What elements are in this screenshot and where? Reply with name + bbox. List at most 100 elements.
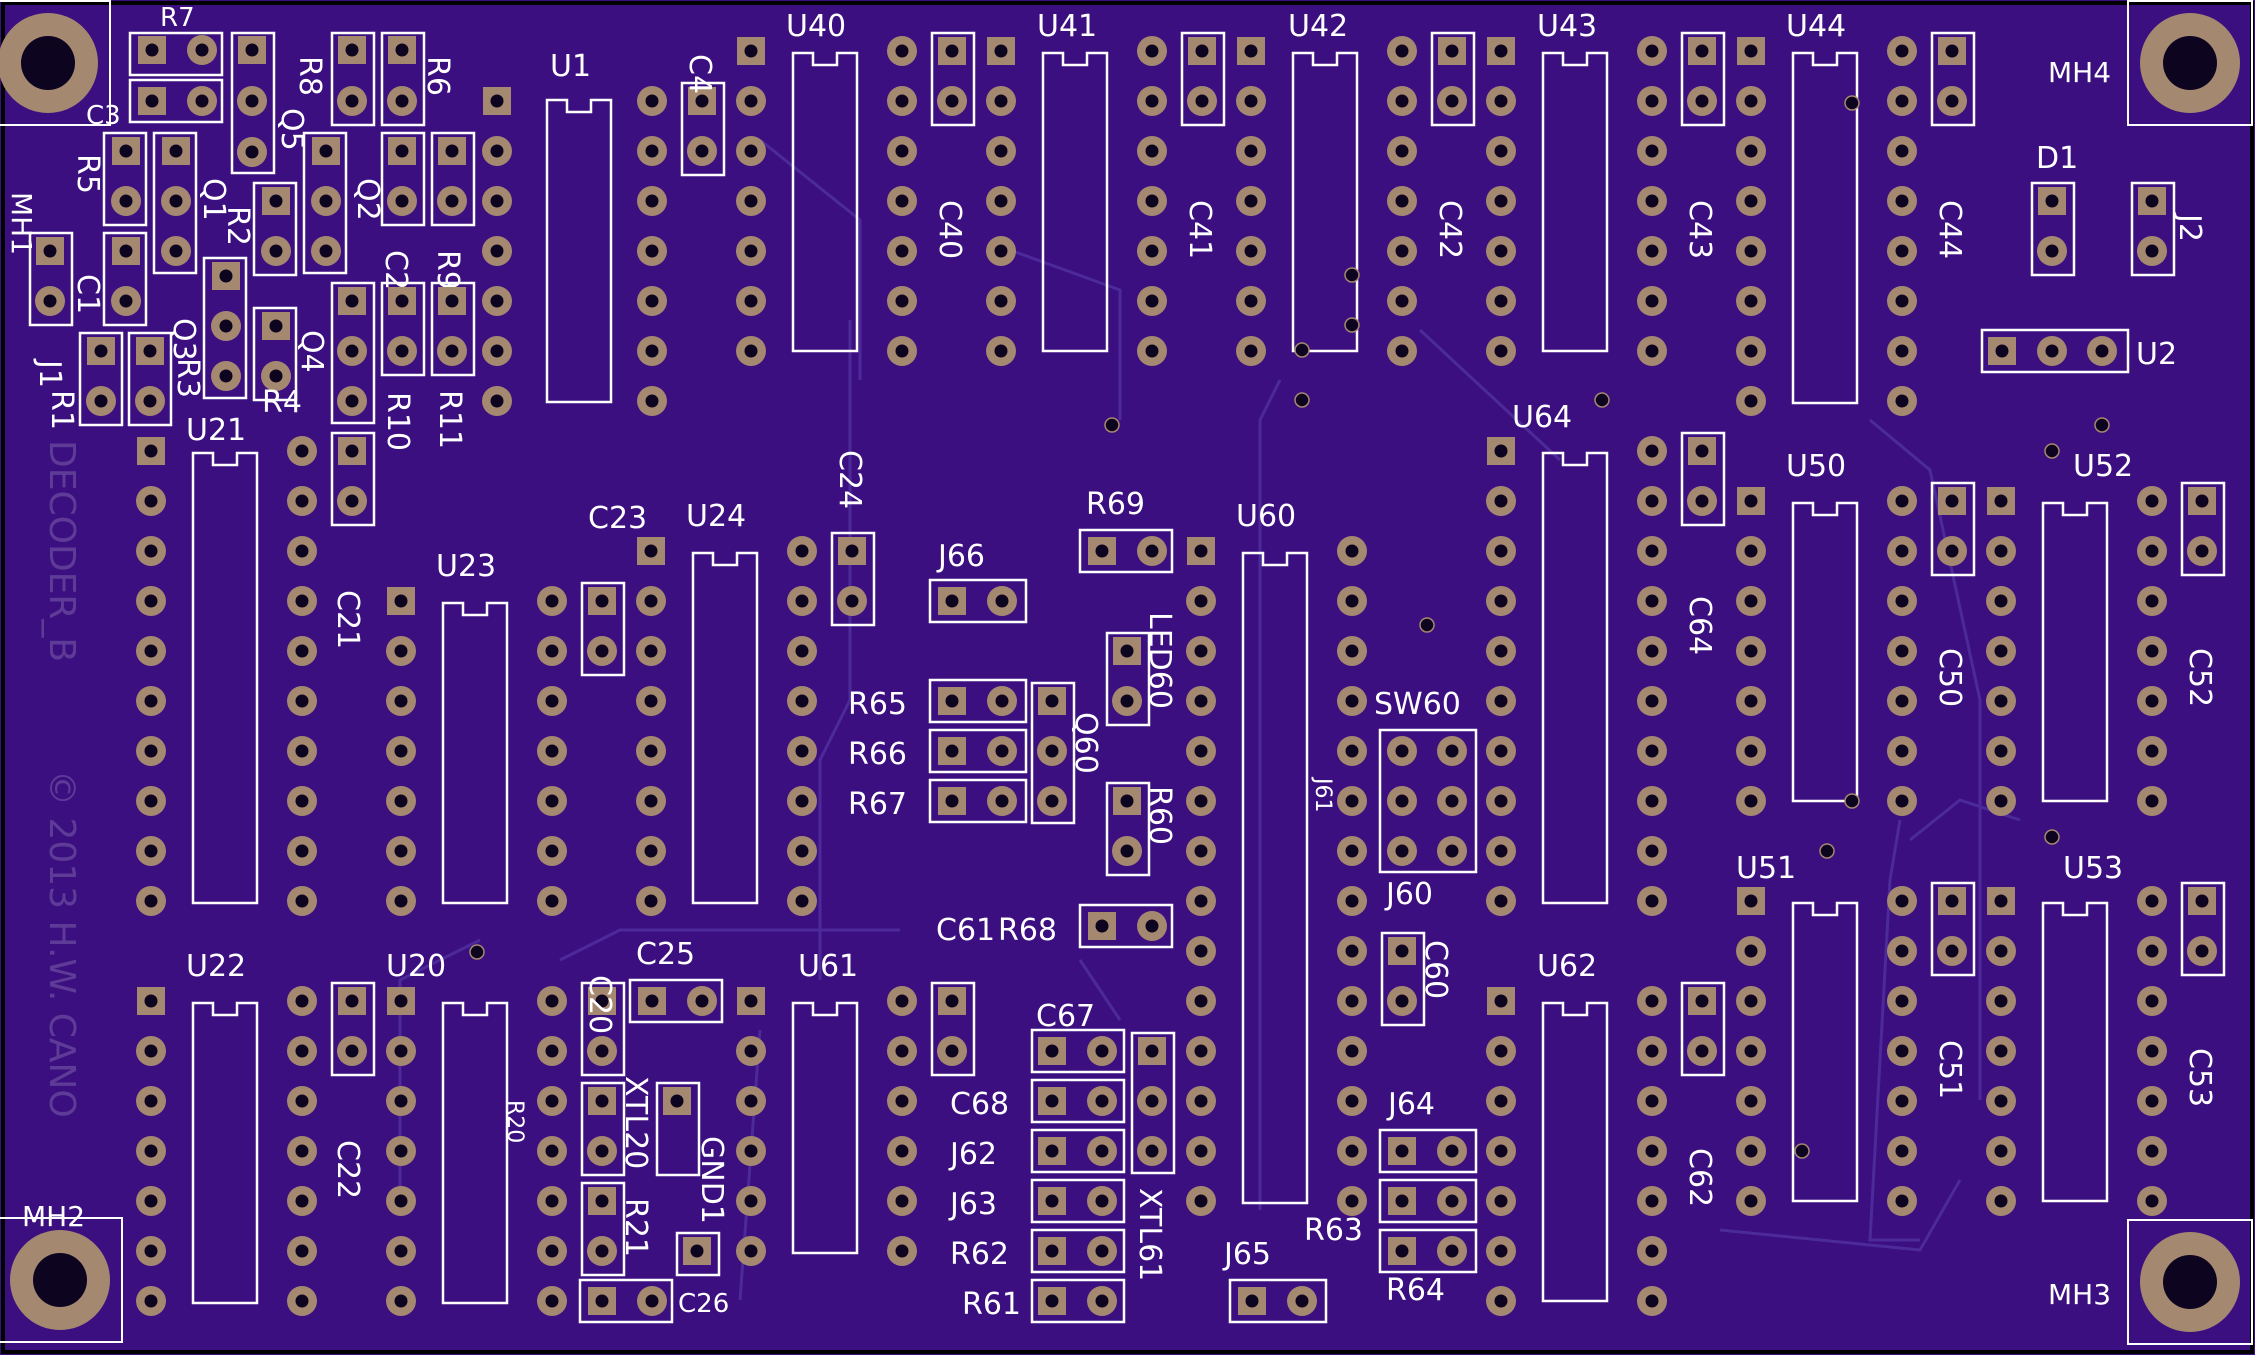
component-label: Q60 <box>1068 712 1103 774</box>
component-outline <box>1680 981 1726 1077</box>
drill-hole <box>1895 194 1909 208</box>
ic-label: U40 <box>786 9 846 44</box>
component-r61: R61 <box>962 1278 1126 1324</box>
drill-hole <box>1095 1194 1109 1208</box>
drill-hole <box>1994 544 2008 558</box>
drill-hole <box>1494 44 1508 58</box>
drill-hole <box>744 144 758 158</box>
drill-hole <box>94 394 108 408</box>
component-c22: C22 <box>330 981 376 1199</box>
drill-hole <box>1744 644 1758 658</box>
component-outline <box>152 131 198 275</box>
ic-label: U52 <box>2073 449 2133 484</box>
component-outline <box>1030 1178 1126 1224</box>
component-outline <box>930 31 976 127</box>
drill-hole <box>1395 994 1409 1008</box>
component-outline <box>2180 481 2226 577</box>
component-j64: J64 <box>1378 1087 1478 1174</box>
ic-label: U64 <box>1512 400 1572 435</box>
drill-hole <box>744 94 758 108</box>
component-c3: C3 <box>86 78 224 131</box>
drill-hole <box>295 1144 309 1158</box>
component-outline <box>78 331 124 427</box>
drill-hole <box>744 1044 758 1058</box>
drill-hole <box>1045 1194 1059 1208</box>
component-label: R68 <box>998 913 1057 948</box>
drill-hole <box>1645 744 1659 758</box>
drill-hole <box>1395 44 1409 58</box>
drill-hole <box>1744 344 1758 358</box>
watermark-copyright: © 2013 H.W. CANO <box>41 770 82 1118</box>
ic-outline <box>1791 501 1859 803</box>
drill-hole <box>1194 744 1208 758</box>
drill-hole <box>1345 1144 1359 1158</box>
drill-hole <box>1445 1144 1459 1158</box>
drill-hole <box>295 444 309 458</box>
drill-hole <box>1994 944 2008 958</box>
component-label: J65 <box>1222 1237 1271 1272</box>
drill-hole <box>1494 1094 1508 1108</box>
drill-hole <box>394 1144 408 1158</box>
drill-hole <box>394 794 408 808</box>
component-outline <box>1030 681 1076 825</box>
drill-hole <box>795 594 809 608</box>
drill-hole <box>1445 794 1459 808</box>
component-gnd1: GND1 <box>655 1081 729 1224</box>
drill-hole <box>945 794 959 808</box>
ic-outline <box>1291 51 1359 353</box>
ic-outline <box>1541 51 1609 353</box>
component-label: R69 <box>1086 487 1145 522</box>
drill-hole <box>345 444 359 458</box>
component-label: U2 <box>2136 337 2177 372</box>
component-label: C4 <box>682 54 717 94</box>
component-label: C68 <box>950 1087 1009 1122</box>
drill-hole <box>2145 994 2159 1008</box>
drill-hole <box>1645 894 1659 908</box>
component-outline <box>580 981 626 1077</box>
drill-hole <box>2145 794 2159 808</box>
component-label: C41 <box>1182 200 1217 259</box>
component-label: R2 <box>220 206 255 246</box>
drill-hole <box>994 44 1008 58</box>
drill-hole <box>1045 1294 1059 1308</box>
drill-hole <box>2145 194 2159 208</box>
drill-hole <box>1494 144 1508 158</box>
via-layer <box>469 95 2110 1159</box>
drill-hole <box>395 344 409 358</box>
drill-hole <box>1494 794 1508 808</box>
component-outline <box>1030 1228 1126 1274</box>
drill-hole <box>1120 794 1134 808</box>
drill-hole <box>2145 594 2159 608</box>
component-label: Q1 <box>196 178 231 221</box>
component-outline <box>1078 903 1174 949</box>
drill-hole <box>795 844 809 858</box>
drill-hole <box>994 94 1008 108</box>
component-outline <box>930 981 976 1077</box>
component-label: R65 <box>848 687 907 722</box>
component-c61: C61 <box>930 913 995 1077</box>
drill-hole <box>644 694 658 708</box>
drill-hole <box>945 1044 959 1058</box>
component-outline <box>1030 1128 1126 1174</box>
drill-hole <box>744 1144 758 1158</box>
drill-hole <box>295 1294 309 1308</box>
drill-hole <box>394 844 408 858</box>
component-c4: C4 <box>680 54 726 177</box>
drill-hole <box>1395 744 1409 758</box>
component-r2: R2 <box>220 181 298 277</box>
component-outline <box>1930 481 1976 577</box>
component-xtl61: XTL61 <box>1130 1031 1176 1281</box>
drill-hole <box>394 1194 408 1208</box>
drill-hole <box>1145 544 1159 558</box>
drill-hole <box>1494 194 1508 208</box>
ic-label: U1 <box>550 49 591 84</box>
component-outline <box>330 431 376 527</box>
component-c41: C41 <box>1180 31 1226 259</box>
component-label: R66 <box>848 737 907 772</box>
drill-hole <box>645 344 659 358</box>
ic-u60: U60 <box>1186 499 1367 1216</box>
drill-hole <box>545 994 559 1008</box>
via <box>1294 392 1310 408</box>
